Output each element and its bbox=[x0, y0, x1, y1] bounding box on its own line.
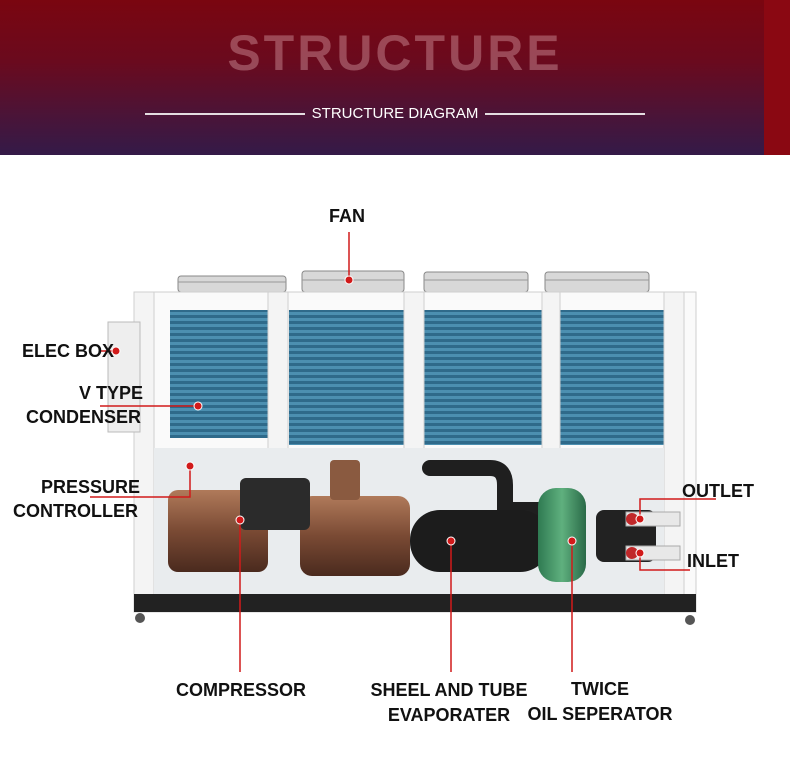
fan-guards bbox=[177, 270, 650, 293]
label-twice: TWICE bbox=[571, 679, 629, 699]
label-sheel-and-tube: SHEEL AND TUBE bbox=[370, 680, 528, 700]
label-condenser: CONDENSER bbox=[26, 407, 142, 427]
electric-box bbox=[107, 321, 141, 433]
label-fan: FAN bbox=[329, 206, 365, 226]
label-oil-seperator: OIL SEPERATOR bbox=[527, 704, 673, 724]
oil-separator-tank bbox=[538, 488, 586, 582]
caster bbox=[685, 615, 695, 625]
compressor-body bbox=[168, 460, 410, 576]
header-banner: STRUCTURE STRUCTURE DIAGRAM bbox=[0, 0, 790, 155]
banner-subtitle: STRUCTURE DIAGRAM bbox=[311, 105, 479, 122]
label-outlet: OUTLET bbox=[682, 481, 754, 501]
label-pressure: PRESSURE bbox=[41, 477, 141, 497]
condenser-coils bbox=[170, 310, 664, 445]
banner-divider-left bbox=[145, 113, 305, 115]
callout-dots bbox=[111, 275, 645, 558]
banner-edge bbox=[764, 0, 790, 155]
evaporator-shell bbox=[410, 510, 550, 572]
base-frame bbox=[134, 594, 696, 612]
banner-divider-right bbox=[485, 113, 645, 115]
label-evaporater: EVAPORATER bbox=[387, 705, 511, 725]
caster bbox=[135, 613, 145, 623]
label-compressor: COMPRESSOR bbox=[176, 680, 307, 700]
refrigerant-pipes bbox=[422, 460, 548, 518]
label-controller: CONTROLLER bbox=[13, 501, 138, 521]
label-elec-box: ELEC BOX bbox=[22, 341, 115, 361]
label-v-type: V TYPE bbox=[79, 383, 144, 403]
label-inlet: INLET bbox=[687, 551, 739, 571]
banner-title: STRUCTURE bbox=[227, 25, 563, 81]
